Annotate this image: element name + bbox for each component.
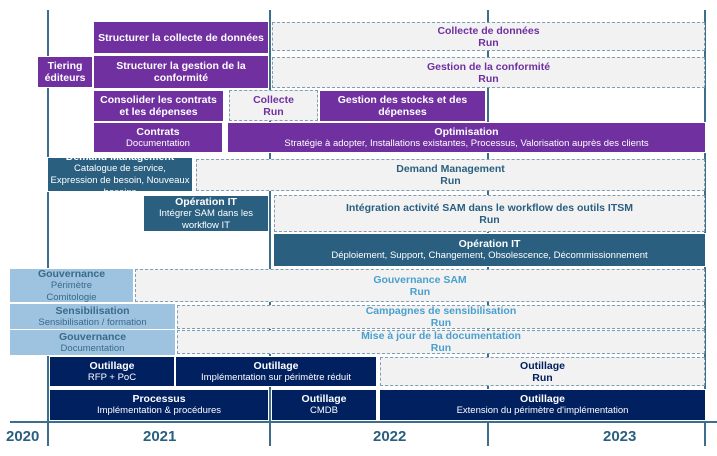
gestion-stocks-box: Gestion des stocks et des dépenses [319,90,486,122]
timeline-axis [10,421,717,423]
box-title: Gestion de la conformité [426,60,551,73]
box-title: Collecte [253,93,294,106]
box-title: Gouvernance SAM [373,273,467,286]
box-subtitle: Intégrer SAM dans les workflow IT [159,207,253,231]
box-subtitle: Implémentation & procédures [96,405,222,416]
consolider-contrats-box: Consolider les contrats et les dépenses [93,90,224,122]
box-subtitle: Run [478,72,499,85]
integration-itsm-run-box: Intégration activité SAM dans le workflo… [274,195,705,232]
year-label-2021: 2021 [143,428,177,445]
box-subtitle: Comitologie [46,291,97,303]
box-subtitle: CMDB [310,405,338,416]
box-title: Intégration activité SAM dans le workflo… [345,201,634,214]
year-label-2020: 2020 [6,428,40,445]
box-title: Mise à jour de la documentation [361,330,521,342]
box-title: Optimisation [434,125,499,138]
box-title: Tiering éditeurs [44,60,86,84]
box-title: Outillage [520,359,565,372]
box-title: Sensibilisation [55,304,130,317]
structurer-conformite-box: Structurer la gestion de la conformité [93,55,269,89]
box-subtitle: Run [409,285,431,298]
box-title: Demand Management [396,163,505,175]
box-title: Outillage [89,359,135,372]
box-title: Campagnes de sensibilisation [365,305,517,317]
box-subtitle: Run [430,342,452,354]
box-subtitle: Run [532,371,553,384]
timeline-divider-2022 [269,10,271,446]
box-title: Outillage [520,393,565,405]
box-title: Consolider les contrats et les dépenses [100,94,217,118]
year-label-2022: 2022 [373,428,407,445]
box-subtitle: Run [479,213,500,226]
box-subtitle: Catalogue de service, Expression de beso… [50,162,190,198]
year-label-2023: 2023 [603,428,637,445]
box-subtitle: Extension du périmètre d'implémentation [456,405,629,416]
tiering-editeurs-box: Tiering éditeurs [37,56,93,88]
box-subtitle: RFP + PoC [87,371,137,383]
box-title: Demand Management [65,150,175,163]
box-subtitle: Run [478,36,499,49]
box-title: Collecte de données [437,24,540,37]
box-title: Structurer la gestion de la conformité [116,60,246,84]
box-subtitle: Sensibilisation / formation [38,316,147,328]
box-title: Gouvernance [58,330,127,343]
box-title: Opération IT [458,238,521,250]
timeline-divider-2021 [47,10,49,446]
box-title: Opération IT [175,195,237,208]
box-title: Gestion des stocks et des dépenses [337,94,468,118]
box-title: Outillage [253,359,299,372]
box-subtitle: Run [430,317,452,329]
box-subtitle: Implémentation sur périmètre réduit [201,371,351,383]
timeline-end [704,10,706,446]
box-subtitle: Documentation [60,342,125,354]
box-title: Gouvernance [37,267,106,280]
box-subtitle: Déploiement, Support, Changement, Obsole… [331,250,648,261]
box-title: Processus [132,393,186,405]
box-subtitle: Documentation [126,137,190,149]
structurer-collecte-box: Structurer la collecte de données [93,21,269,54]
box-subtitle: Périmètre [50,279,93,291]
box-subtitle: Run [263,105,284,118]
box-subtitle: Stratégie à adopter, Installations exist… [284,137,649,149]
box-subtitle: Run [440,175,461,187]
box-title: Structurer la collecte de données [98,31,264,44]
box-title: Outillage [301,393,347,405]
box-title: Contrats [136,125,180,138]
